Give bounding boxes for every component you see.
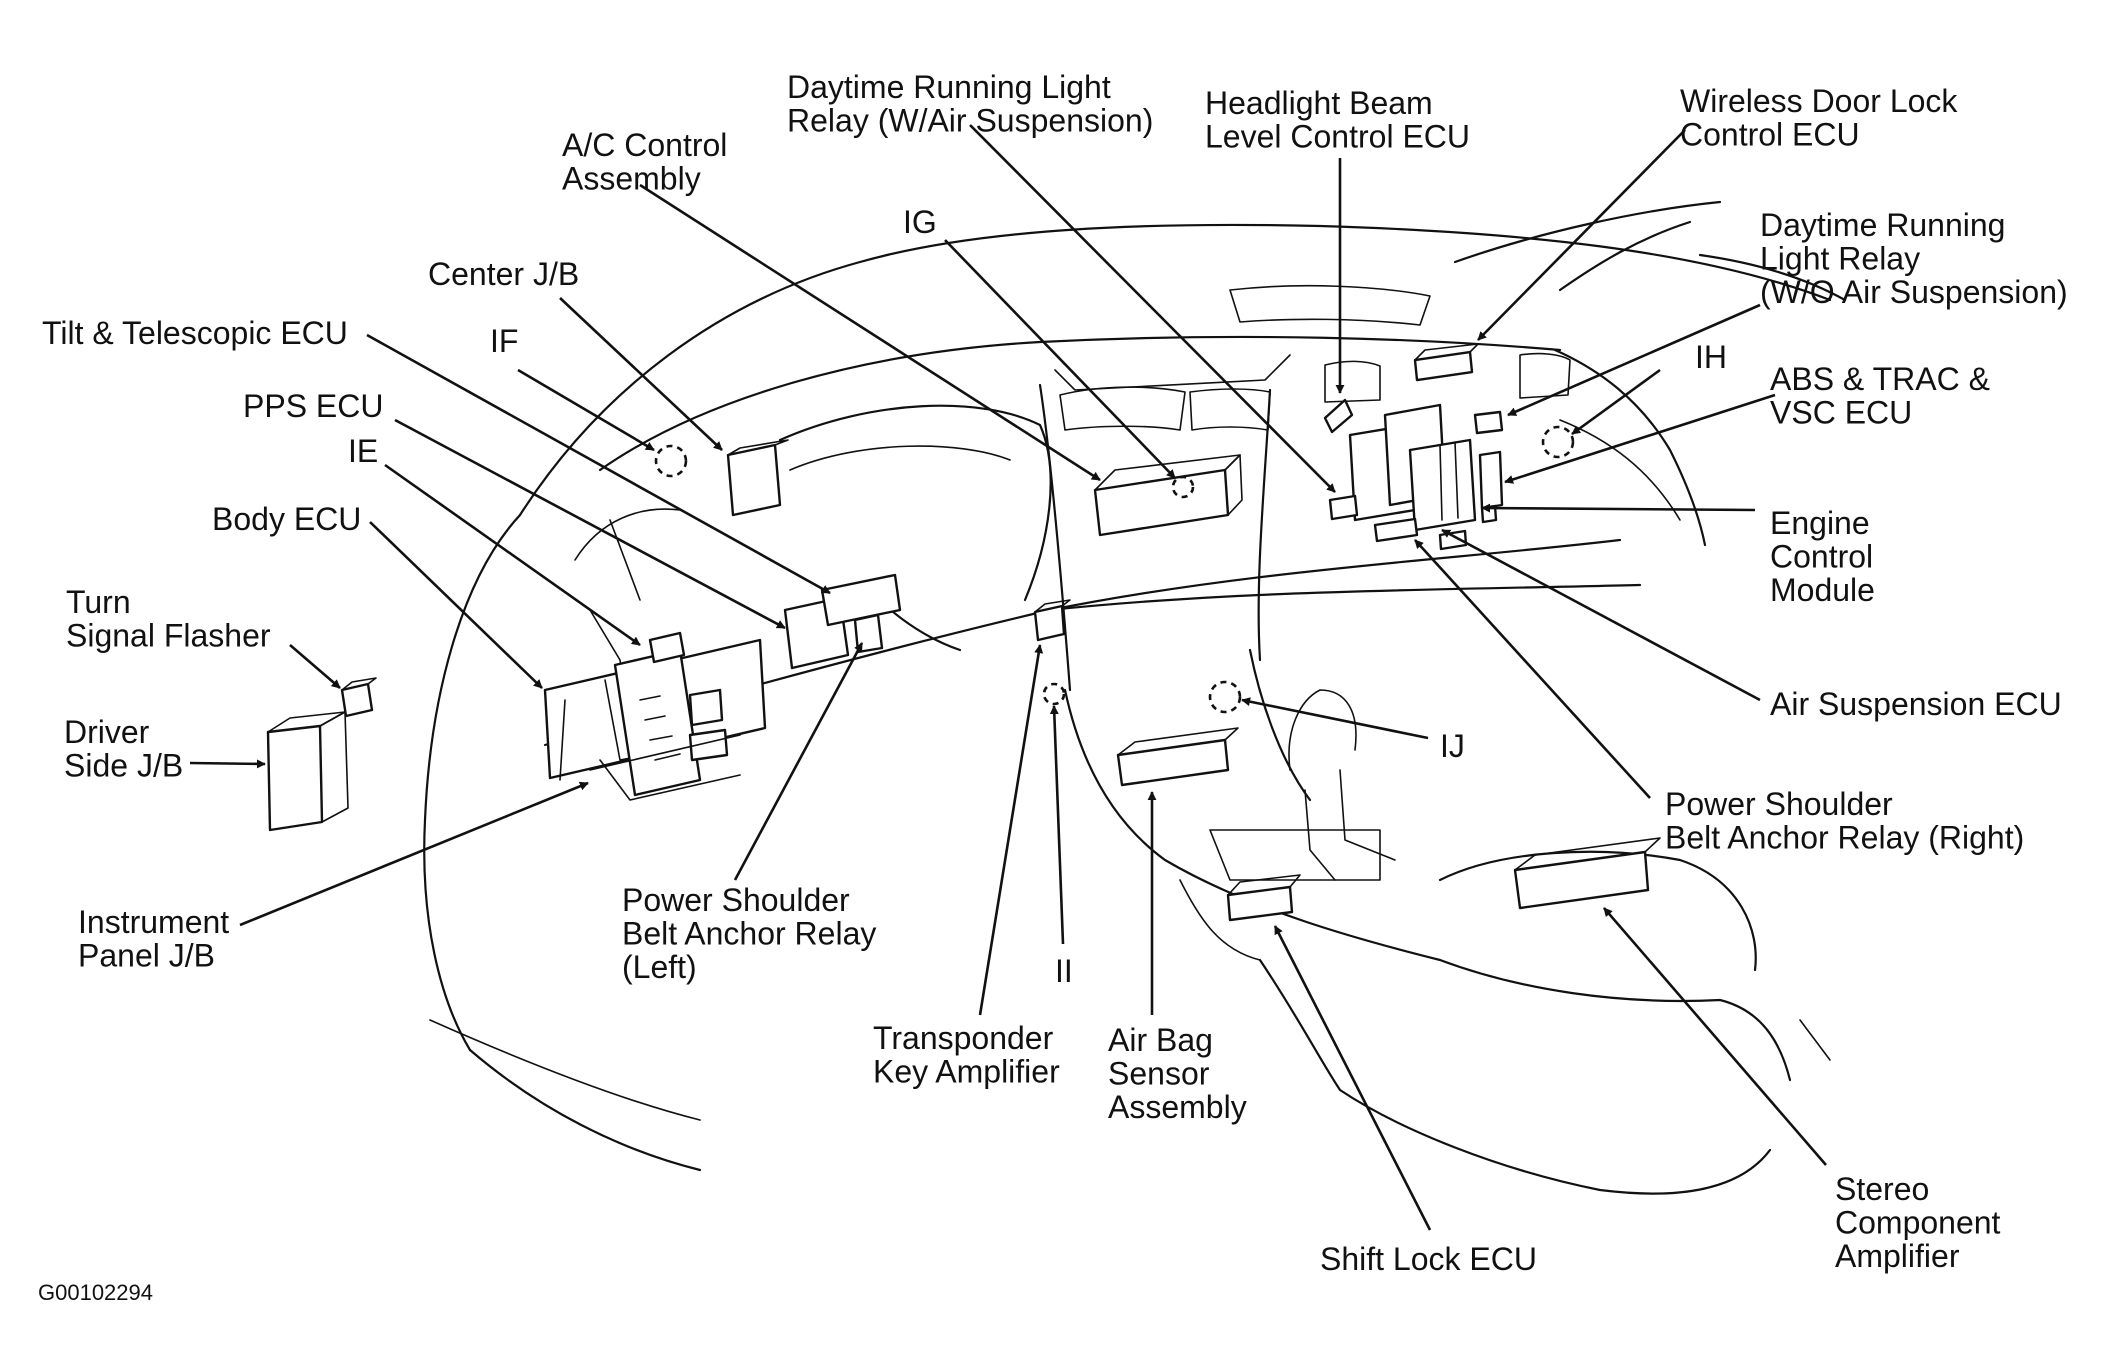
label-abs-trac-vsc-ecu: ABS & TRAC &VSC ECU (1770, 361, 1990, 431)
stereo-amp-box (1513, 837, 1661, 910)
label-line: Signal Flasher (66, 618, 271, 654)
column-ecus (783, 573, 902, 670)
wireless-door-lock-box (1413, 343, 1479, 382)
label-line: Power Shoulder (622, 882, 850, 918)
label-line: II (1055, 953, 1073, 989)
label-line: Key Amplifier (873, 1054, 1060, 1090)
transponder-box (1033, 599, 1071, 642)
body-ecu-cluster (543, 631, 767, 801)
connector-if-marker (654, 444, 688, 478)
label-body-ecu: Body ECU (212, 501, 361, 537)
label-ii: II (1055, 953, 1073, 989)
label-line: Panel J/B (78, 938, 215, 974)
label-line: Belt Anchor Relay (622, 916, 876, 952)
label-line: Power Shoulder (1665, 786, 1893, 822)
label-line: Side J/B (64, 748, 183, 784)
label-line: IH (1695, 339, 1727, 375)
label-line: ABS & TRAC & (1770, 361, 1990, 397)
label-line: Shift Lock ECU (1320, 1241, 1537, 1277)
label-line: Air Suspension ECU (1770, 686, 2062, 722)
shift-lock-box (1226, 874, 1301, 922)
label-if: IF (490, 323, 518, 359)
label-line: Instrument (78, 904, 229, 940)
label-line: Body ECU (212, 501, 361, 537)
connector-ih-marker (1541, 425, 1575, 459)
label-line: Amplifier (1835, 1238, 1960, 1274)
label-line: Belt Anchor Relay (Right) (1665, 820, 2024, 856)
label-line: IG (903, 204, 937, 240)
label-ij: IJ (1440, 728, 1465, 764)
label-line: Component (1835, 1205, 2001, 1241)
label-line: IF (490, 323, 518, 359)
label-line: IJ (1440, 728, 1465, 764)
label-line: Headlight Beam (1205, 85, 1433, 121)
label-line: Engine (1770, 505, 1870, 541)
label-line: Wireless Door Lock (1680, 83, 1958, 119)
label-line: Daytime Running (1760, 207, 2005, 243)
connector-ii-marker (1042, 682, 1066, 706)
label-line: A/C Control (562, 127, 727, 163)
ac-control-box (1093, 454, 1243, 537)
label-line: Turn (66, 584, 131, 620)
label-pps-ecu: PPS ECU (243, 388, 383, 424)
label-line: Control (1770, 539, 1873, 575)
air-bag-sensor-box (1116, 727, 1239, 787)
connector-ig-marker (1171, 475, 1195, 499)
label-shift-lock-ecu: Shift Lock ECU (1320, 1241, 1537, 1277)
diagram-code: G00102294 (38, 1280, 153, 1305)
turn-signal-flasher-box (340, 677, 377, 718)
label-line: Driver (64, 714, 150, 750)
connector-ij-marker (1208, 680, 1242, 714)
label-tilt-telescopic-ecu: Tilt & Telescopic ECU (42, 315, 348, 351)
label-line: Assembly (1108, 1089, 1247, 1125)
label-ie: IE (348, 433, 378, 469)
label-line: Transponder (873, 1020, 1054, 1056)
label-line: IE (348, 433, 378, 469)
label-line: Module (1770, 572, 1875, 608)
label-line: VSC ECU (1770, 395, 1912, 431)
driver-side-jb-box (266, 711, 349, 832)
label-center-jb: Center J/B (428, 256, 579, 292)
label-ih: IH (1695, 339, 1727, 375)
label-line: PPS ECU (243, 388, 383, 424)
components (266, 343, 1661, 922)
label-line: Sensor (1108, 1056, 1210, 1092)
label-air-suspension-ecu: Air Suspension ECU (1770, 686, 2062, 722)
label-ig: IG (903, 204, 937, 240)
label-line: Tilt & Telescopic ECU (42, 315, 348, 351)
label-line: Relay (W/Air Suspension) (787, 103, 1153, 139)
label-line: Air Bag (1108, 1022, 1213, 1058)
right-ecu-cluster (1328, 403, 1504, 551)
label-line: (Left) (622, 949, 697, 985)
label-line: Center J/B (428, 256, 579, 292)
label-line: Daytime Running Light (787, 69, 1111, 105)
headlight-beam-box (1323, 398, 1354, 434)
label-line: Stereo (1835, 1171, 1929, 1207)
label-line: Level Control ECU (1205, 119, 1470, 155)
label-line: (W/O Air Suspension) (1760, 274, 2068, 310)
label-line: Light Relay (1760, 241, 1920, 277)
label-line: Assembly (562, 161, 701, 197)
leader-lines (189, 124, 1827, 1231)
center-jb-box (726, 439, 789, 517)
label-line: Control ECU (1680, 117, 1860, 153)
